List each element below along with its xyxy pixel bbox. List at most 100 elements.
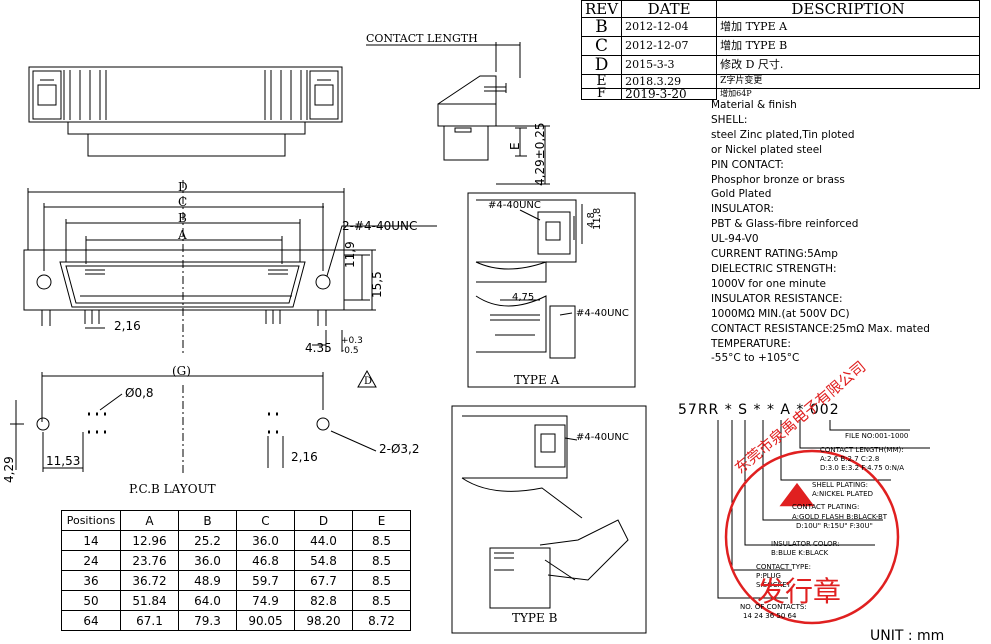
red-issue-stamp — [724, 449, 900, 625]
col-c-header: C — [236, 510, 295, 531]
part-code-leaders — [717, 420, 930, 599]
col-b-header: B — [178, 510, 237, 531]
phi-3-2-label: 2-Ø3,2 — [379, 442, 420, 456]
side-view-connector — [366, 42, 550, 185]
table-cell: 12.96 — [120, 530, 179, 551]
revision-table: REV DATE DESCRIPTION B 2012-12-04 增加 TYP… — [580, 0, 981, 100]
revision-header-row: REV DATE DESCRIPTION — [580, 0, 981, 18]
table-cell: 51.84 — [120, 590, 179, 611]
rev-cell: D — [580, 55, 623, 75]
top-view-connector — [28, 66, 343, 157]
table-cell: 64.0 — [178, 590, 237, 611]
rev-cell: C — [580, 36, 623, 56]
part-code-note: CONTACT LENGTH(MM): — [820, 446, 904, 454]
table-cell: 8.5 — [352, 550, 411, 571]
positions-header: Positions — [61, 510, 121, 531]
part-code-note: NO. OF CONTACTS: — [740, 603, 807, 611]
table-cell: 14 — [61, 530, 121, 551]
contact-length-label: CONTACT LENGTH — [366, 32, 478, 45]
front-view-connector — [23, 180, 437, 355]
positions-table: Positions A B C D E 14 12.96 25.2 36.0 4… — [61, 510, 411, 631]
description-cell: 修改 D 尺寸. — [716, 55, 981, 75]
revision-row: F 2019-3-20 增加64P — [580, 87, 980, 100]
type-a-unc-mid-label: #4-40UNC — [576, 308, 629, 319]
table-cell: 44.0 — [294, 530, 353, 551]
table-row: 36 36.72 48.9 59.7 67.7 8.5 — [61, 570, 411, 591]
col-d-header: D — [294, 510, 353, 531]
spec-line: Phosphor bronze or brass — [711, 173, 845, 186]
table-cell: 36.72 — [120, 570, 179, 591]
dim-d-label: D — [178, 180, 188, 194]
type-a-4-75-label: 4,75 — [512, 292, 535, 303]
table-cell: 67.1 — [120, 610, 179, 631]
spec-line: TEMPERATURE: — [711, 337, 791, 350]
tol-minus-label: -0.5 — [341, 346, 359, 356]
dim-c-label: C — [178, 195, 188, 209]
part-code-note: CONTACT TYPE: — [756, 563, 811, 571]
table-cell: 36.0 — [236, 530, 295, 551]
part-code-note: FILE NO:001-1000 — [845, 432, 909, 440]
part-code-note: B:BLUE K:BLACK — [771, 549, 829, 557]
spec-line: Gold Plated — [711, 188, 772, 201]
description-cell: 增加 TYPE A — [716, 17, 981, 37]
spec-line: CURRENT RATING:5Amp — [711, 248, 838, 261]
type-b-unc-label: #4-40UNC — [576, 432, 629, 443]
table-cell: 48.9 — [178, 570, 237, 591]
note-d-triangle — [357, 369, 377, 388]
part-code-note: 14 24 36 50 64 — [743, 612, 797, 620]
table-cell: 46.8 — [236, 550, 295, 571]
table-cell: 25.2 — [178, 530, 237, 551]
dim-4-29-pcb-label: 4,29 — [2, 456, 16, 483]
type-b-title: TYPE B — [512, 611, 558, 625]
phi-0-8-label: Ø0,8 — [125, 386, 154, 400]
date-cell: 2012-12-07 — [621, 36, 718, 56]
table-row: 64 67.1 79.3 90.05 98.20 8.72 — [61, 610, 411, 631]
spec-line: PIN CONTACT: — [711, 158, 784, 171]
part-code-note: P:PLUG — [756, 572, 781, 580]
part-code-note: A:NICKEL PLATED — [812, 490, 873, 498]
table-cell: 36.0 — [178, 550, 237, 571]
table-cell: 8.5 — [352, 570, 411, 591]
dim-15-5-label: 15,5 — [370, 271, 384, 298]
part-code-note: D:10U" R:15U" F:30U" — [796, 522, 873, 530]
description-cell: Z字片变更 — [716, 74, 981, 89]
part-code-note: D:3.0 E:3.2 F:4.75 0:N/A — [820, 464, 905, 472]
table-cell: 50 — [61, 590, 121, 611]
date-cell: 2015-3-3 — [621, 55, 718, 75]
spec-line: PBT & Glass-fibre reinforced — [711, 218, 859, 231]
unit-label: UNIT : mm — [870, 628, 945, 644]
table-cell: 8.5 — [352, 590, 411, 611]
part-code-note: A:GOLD FLASH B:BLACK-BT — [792, 513, 888, 521]
table-cell: 98.20 — [294, 610, 353, 631]
spec-line: Material & finish — [711, 99, 797, 111]
table-cell: 67.7 — [294, 570, 353, 591]
dim-e-label: E — [508, 142, 522, 150]
pcb-layout-title: P.C.B LAYOUT — [129, 482, 216, 496]
spec-line: UL-94-V0 — [711, 233, 759, 246]
col-a-header: A — [120, 510, 179, 531]
dim-4-35-label: 4.35 — [305, 341, 332, 355]
spec-line: CONTACT RESISTANCE:25mΩ Max. mated — [711, 322, 930, 335]
spec-line: steel Zinc plated,Tin ploted — [711, 128, 855, 141]
table-cell: 74.9 — [236, 590, 295, 611]
revision-row: B 2012-12-04 增加 TYPE A — [580, 17, 981, 37]
spec-line: -55°C to +105°C — [711, 352, 800, 365]
type-b-drawing — [451, 405, 647, 634]
rev-cell: F — [580, 87, 623, 100]
stamp-center-text: 发行章 — [757, 575, 842, 608]
table-cell: 79.3 — [178, 610, 237, 631]
positions-header-row: Positions A B C D E — [61, 510, 411, 531]
revision-row: C 2012-12-07 增加 TYPE B — [580, 36, 981, 56]
part-code-note: A:2.6 B:2.7 C:2.8 — [820, 455, 880, 463]
type-a-title: TYPE A — [514, 373, 560, 387]
table-row: 14 12.96 25.2 36.0 44.0 8.5 — [61, 530, 411, 551]
date-cell: 2012-12-04 — [621, 17, 718, 37]
spec-line: 1000V for one minute — [711, 277, 826, 290]
dim-11-53-label: 11,53 — [46, 454, 81, 468]
unc-top-label: 2-#4-40UNC — [342, 219, 418, 233]
table-cell: 54.8 — [294, 550, 353, 571]
description-cell: 增加 TYPE B — [716, 36, 981, 56]
spec-line: DIELECTRIC STRENGTH: — [711, 262, 837, 275]
table-cell: 8.72 — [352, 610, 411, 631]
